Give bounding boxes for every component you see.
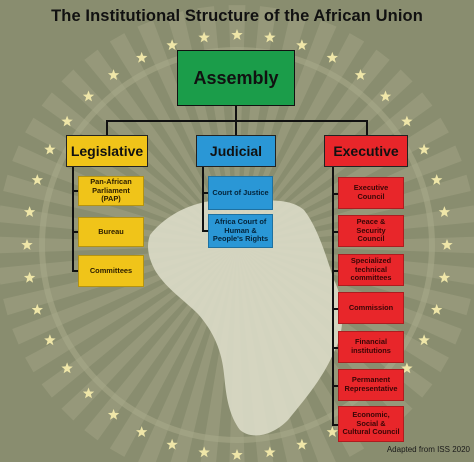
connector-executive-spine	[332, 167, 334, 425]
star-icon	[23, 206, 36, 217]
star-icon	[401, 115, 413, 127]
connector-executive-tick	[332, 308, 338, 310]
legislative-header: Legislative	[66, 135, 148, 167]
star-icon	[136, 426, 148, 437]
star-icon	[418, 143, 430, 155]
africa-map	[148, 199, 343, 436]
sunburst-ray	[237, 49, 390, 245]
connector-judicial-tick	[202, 192, 208, 194]
star-icon	[166, 438, 178, 450]
star-icon	[231, 29, 243, 40]
sunburst-ray	[61, 69, 237, 245]
star-icon	[354, 69, 367, 80]
assembly-box: Assembly	[177, 50, 295, 106]
executive-item-ecosocc: Economic, Social & Cultural Council	[338, 406, 404, 442]
executive-item-financial-institutions: Financial institutions	[338, 331, 404, 363]
connector-legislative-tick	[72, 231, 78, 233]
star-icon	[296, 39, 308, 51]
star-icon	[326, 426, 338, 437]
connector-executive-tick	[332, 193, 338, 195]
star-icon	[441, 239, 453, 250]
star-icon	[431, 174, 443, 185]
star-icon	[231, 449, 243, 460]
star-icon	[296, 438, 308, 450]
page-title: The Institutional Structure of the Afric…	[51, 7, 423, 25]
star-icon	[264, 446, 276, 458]
connector-legislative-tick	[72, 190, 78, 192]
star-icon	[438, 206, 451, 217]
connector-judicial-spine	[202, 167, 204, 232]
connector-judicial-tick	[202, 230, 208, 232]
star-icon	[31, 174, 43, 185]
star-icon	[379, 90, 392, 102]
star-icon	[418, 334, 430, 346]
star-icon	[44, 334, 56, 346]
star-icon	[82, 90, 95, 102]
legislative-item-committees: Committees	[78, 255, 144, 287]
star-icon	[61, 115, 73, 127]
connector-executive-tick	[332, 385, 338, 387]
connector-executive-tick	[332, 231, 338, 233]
executive-header: Executive	[324, 135, 408, 167]
sunburst-ray	[84, 49, 237, 245]
executive-item-peace-security: Peace & Security Council	[338, 215, 404, 247]
connector-legislative-tick	[72, 270, 78, 272]
judicial-item-court-of-justice: Court of Justice	[208, 176, 273, 210]
connector-executive	[366, 120, 368, 135]
star-icon	[31, 303, 43, 315]
executive-item-executive-council: Executive Council	[338, 177, 404, 209]
executive-item-permanent-representative: Permanent Representative	[338, 369, 404, 401]
judicial-item-human-rights-court: Africa Court of Human & People's Rights	[208, 214, 273, 248]
executive-item-technical-committees: Specialized technical committees	[338, 254, 404, 286]
star-icon	[107, 69, 120, 80]
executive-item-commission: Commission	[338, 292, 404, 324]
legislative-item-bureau: Bureau	[78, 217, 144, 247]
connector-legislative	[106, 120, 108, 135]
connector-executive-tick	[332, 347, 338, 349]
star-icon	[82, 387, 95, 399]
star-icon	[107, 408, 120, 420]
connector-executive-tick	[332, 270, 338, 272]
star-icon	[401, 362, 413, 374]
source-credit: Adapted from ISS 2020	[386, 445, 470, 454]
star-icon	[61, 362, 73, 374]
judicial-header: Judicial	[196, 135, 276, 167]
star-icon	[136, 51, 148, 63]
star-icon	[21, 239, 33, 250]
star-ring	[21, 29, 453, 460]
legislative-item-pap: Pan-African Parliament (PAP)	[78, 176, 144, 206]
connector-judicial	[235, 120, 237, 135]
star-icon	[166, 39, 178, 51]
star-icon	[23, 271, 36, 283]
star-icon	[438, 271, 451, 283]
star-icon	[431, 303, 443, 315]
star-icon	[326, 51, 338, 63]
star-icon	[264, 31, 276, 43]
star-icon	[198, 446, 210, 458]
connector-executive-tick	[332, 424, 338, 426]
star-icon	[198, 31, 210, 43]
sunburst-ray	[41, 92, 237, 245]
connector-legislative-spine	[72, 167, 74, 272]
connector-assembly-stem	[235, 106, 237, 120]
star-icon	[44, 143, 56, 155]
